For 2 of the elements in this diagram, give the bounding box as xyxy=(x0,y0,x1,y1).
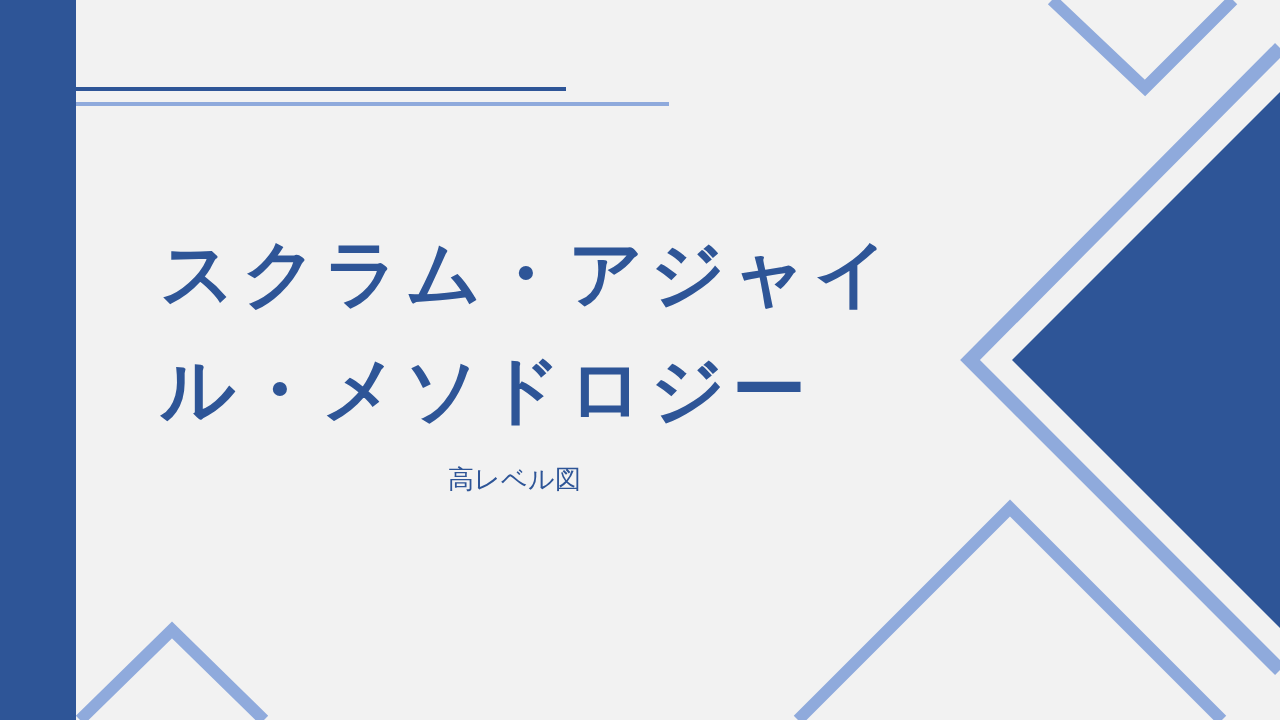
title: スクラム・アジャイル・メソドロジー xyxy=(160,229,897,434)
subtitle: 高レベル図 xyxy=(448,463,581,496)
